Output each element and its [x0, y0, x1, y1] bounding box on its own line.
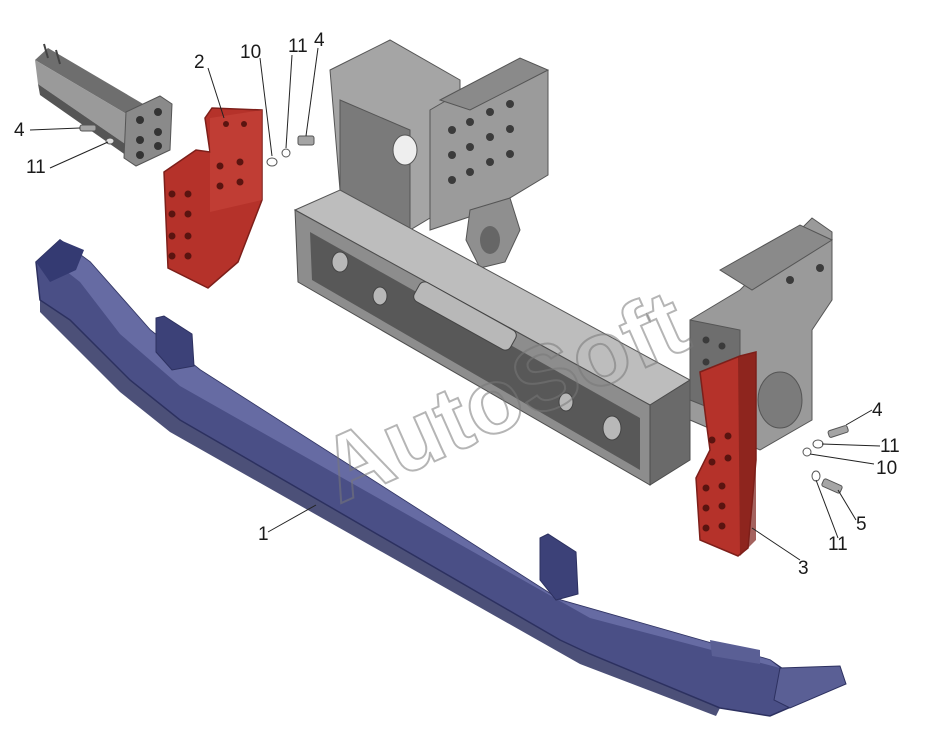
washer-11-left: [105, 137, 115, 145]
bolt-5: [821, 478, 843, 494]
hardware-bolts-washers: [79, 124, 849, 494]
callout-4-right: 4: [872, 400, 883, 421]
callout-11-lower: 11: [828, 534, 848, 555]
washer-10-top: [266, 157, 278, 167]
left-bumper-ear: [155, 315, 195, 371]
callouts: 1 2 3 4 11 10 11 4 4 11 10 5 11: [14, 30, 900, 579]
right-bumper-ear: [539, 533, 579, 601]
washer-11-lower: [811, 470, 821, 482]
bolt-4-left: [79, 124, 97, 132]
washer-11-right: [812, 439, 824, 449]
bolt-4-right: [827, 425, 849, 438]
callout-10-top: 10: [240, 42, 261, 63]
callout-3: 3: [798, 558, 809, 579]
left-frame-rail: [35, 43, 173, 167]
callout-5: 5: [856, 514, 867, 535]
callout-11-top: 11: [288, 36, 308, 57]
callout-2: 2: [194, 52, 205, 73]
washer-11-top: [281, 148, 291, 158]
right-bracket-part-3: [695, 351, 757, 557]
callout-1: 1: [258, 524, 269, 545]
washer-10-right: [802, 447, 812, 457]
leader-lines: [29, 47, 881, 561]
callout-11-right: 11: [880, 436, 900, 457]
bolt-4-top: [297, 135, 315, 146]
callout-11-left: 11: [26, 157, 46, 178]
callout-10-right: 10: [876, 458, 897, 479]
left-bracket-part-2: [163, 107, 263, 289]
callout-4-top: 4: [314, 30, 325, 51]
front-bumper-part-1: [35, 239, 847, 717]
callout-4-left: 4: [14, 120, 25, 141]
